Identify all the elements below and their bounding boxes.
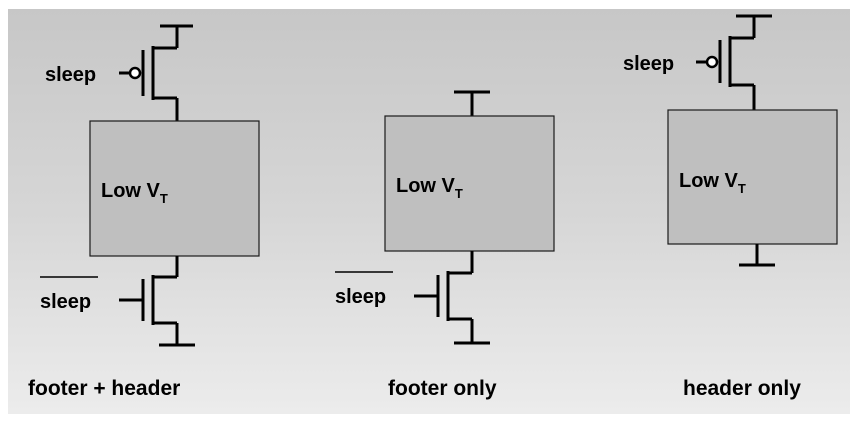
low-vt-block (384, 115, 555, 252)
sleep-bar-label: sleep (40, 291, 91, 313)
caption-footer-only: footer only (388, 377, 497, 400)
sleep-bar-label: sleep (335, 286, 386, 308)
low-vt-label: Low V (396, 175, 456, 197)
caption-header-only: header only (683, 377, 801, 400)
low-vt-subscript: T (455, 186, 463, 201)
low-vt-block (667, 109, 838, 245)
inverter-bubble-icon (128, 66, 142, 80)
sleep-label: sleep (45, 64, 96, 86)
low-vt-block (89, 120, 260, 257)
footer-nmos-transistor: sleep (40, 256, 195, 347)
svg-text:Low VT: Low VT (396, 175, 463, 201)
inverter-bubble-icon (705, 55, 719, 69)
circuit-footer-only: Low VT sleep footer only (335, 90, 555, 400)
sleep-label: sleep (623, 53, 674, 75)
low-vt-subscript: T (738, 181, 746, 196)
header-pmos-transistor: sleep (623, 14, 772, 110)
svg-text:Low VT: Low VT (679, 170, 746, 196)
low-vt-label: Low V (679, 170, 739, 192)
caption-footer-header: footer + header (28, 377, 180, 400)
svg-text:Low VT: Low VT (101, 180, 168, 206)
footer-nmos-transistor: sleep (335, 251, 490, 345)
low-vt-label: Low V (101, 180, 161, 202)
header-pmos-transistor: sleep (45, 24, 193, 121)
circuit-footer-header: sleep Low VT sleep footer + header (28, 24, 260, 400)
low-vt-subscript: T (160, 191, 168, 206)
circuit-header-only: sleep Low VT header only (623, 14, 838, 400)
